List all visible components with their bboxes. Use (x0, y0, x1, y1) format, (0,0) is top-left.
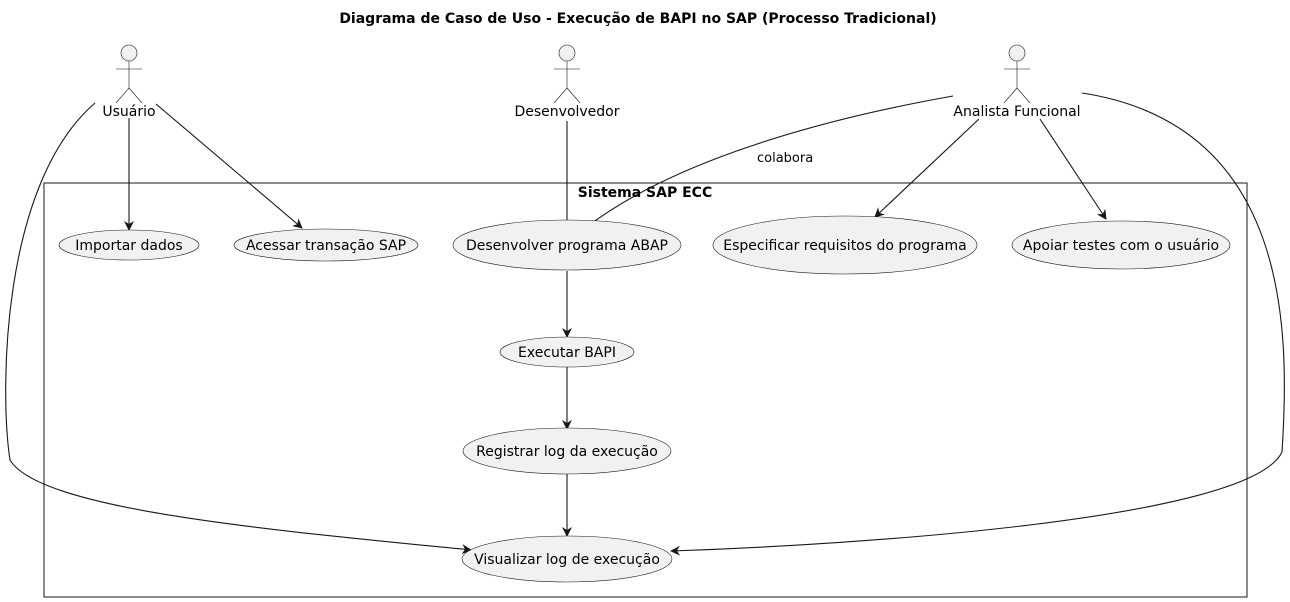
edge-analista-apoiar (1039, 118, 1107, 220)
use-case-label: Executar BAPI (518, 345, 616, 361)
use-case-label: Especificar requisitos do programa (723, 238, 966, 254)
use-case-label: Importar dados (75, 238, 182, 254)
use-case-acessar-transacao-sap: Acessar transação SAP (233, 228, 419, 262)
actor-desenvolvedor-label: Desenvolvedor (514, 104, 619, 120)
use-case-apoiar-testes: Apoiar testes com o usuário (1011, 220, 1231, 270)
use-case-ellipse (58, 229, 200, 261)
use-case-label: Registrar log da execução (476, 444, 658, 460)
actor-body (1003, 61, 1031, 104)
use-case-ellipse (233, 228, 419, 262)
use-case-importar-dados: Importar dados (58, 229, 200, 261)
actor-head (1008, 44, 1026, 62)
actor-head (558, 44, 576, 62)
use-case-ellipse (462, 427, 672, 475)
system-boundary-label: Sistema SAP ECC (578, 185, 712, 201)
use-case-label: Acessar transação SAP (246, 238, 406, 254)
edge-usuario-acessar (155, 103, 303, 229)
actor-body (553, 61, 581, 104)
use-case-ellipse (461, 535, 673, 583)
use-case-desenvolver-programa-abap: Desenvolver programa ABAP (452, 219, 682, 271)
system-boundary (43, 182, 1248, 598)
actor-analista-funcional (1003, 44, 1031, 104)
edge-usuario-visualizar (5, 102, 472, 555)
use-case-label: Apoiar testes com o usuário (1023, 238, 1219, 254)
actor-desenvolvedor (553, 44, 581, 104)
use-case-ellipse (712, 215, 978, 275)
actor-body (115, 61, 143, 104)
use-case-visualizar-log: Visualizar log de execução (461, 535, 673, 583)
edge-analista-especificar (874, 118, 980, 218)
use-case-ellipse (1011, 220, 1231, 270)
actor-analista-funcional-label: Analista Funcional (953, 104, 1080, 120)
use-case-ellipse (452, 219, 682, 271)
actor-usuario (115, 44, 143, 104)
actor-head (120, 44, 138, 62)
use-case-registrar-log: Registrar log da execução (462, 427, 672, 475)
edge-label-colabora: colabora (757, 151, 813, 166)
edge-analista-desenvolver (583, 95, 954, 230)
edge-analista-visualizar (670, 92, 1285, 556)
use-case-label: Desenvolver programa ABAP (466, 238, 668, 254)
use-case-label: Visualizar log de execução (474, 552, 660, 568)
use-case-executar-bapi: Executar BAPI (499, 336, 635, 368)
diagram-title: Diagrama de Caso de Uso - Execução de BA… (339, 11, 936, 27)
actor-usuario-label: Usuário (102, 104, 155, 120)
use-case-ellipse (499, 336, 635, 368)
use-case-especificar-requisitos: Especificar requisitos do programa (712, 215, 978, 275)
